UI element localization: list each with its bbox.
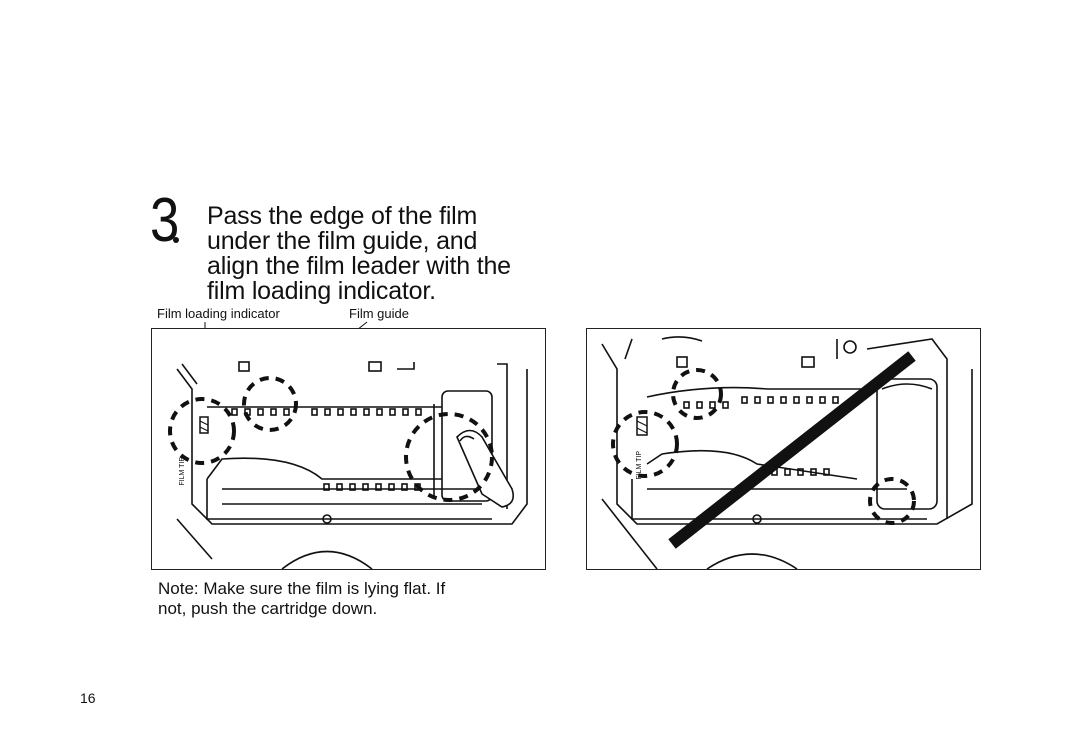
note-line: Note: Make sure the film is lying flat. … [158,579,446,598]
note-text: Note: Make sure the film is lying flat. … [158,579,445,619]
note-line: not, push the cartridge down. [158,599,378,618]
step-instruction-line: Pass the edge of the film [207,202,478,230]
figure-incorrect-loading: FILM TIP [586,328,981,570]
step-instruction-line: film loading indicator. [207,277,436,305]
step-instruction-line: align the film leader with the [207,252,511,280]
callout-film-loading-indicator: Film loading indicator [157,306,280,321]
step-instruction: Pass the edge of the film under the film… [207,204,511,304]
film-tip-label: FILM TIP [179,457,186,486]
callout-film-guide: Film guide [349,306,409,321]
step-instruction-line: under the film guide, and [207,227,478,255]
camera-film-chamber-illustration [168,361,528,569]
figure-correct-loading: FILM TIP [151,328,546,570]
camera-film-chamber-incorrect-illustration [601,336,973,569]
page-number: 16 [80,690,96,706]
step-number-dot [173,237,179,243]
film-tip-label: FILM TIP [636,451,643,480]
